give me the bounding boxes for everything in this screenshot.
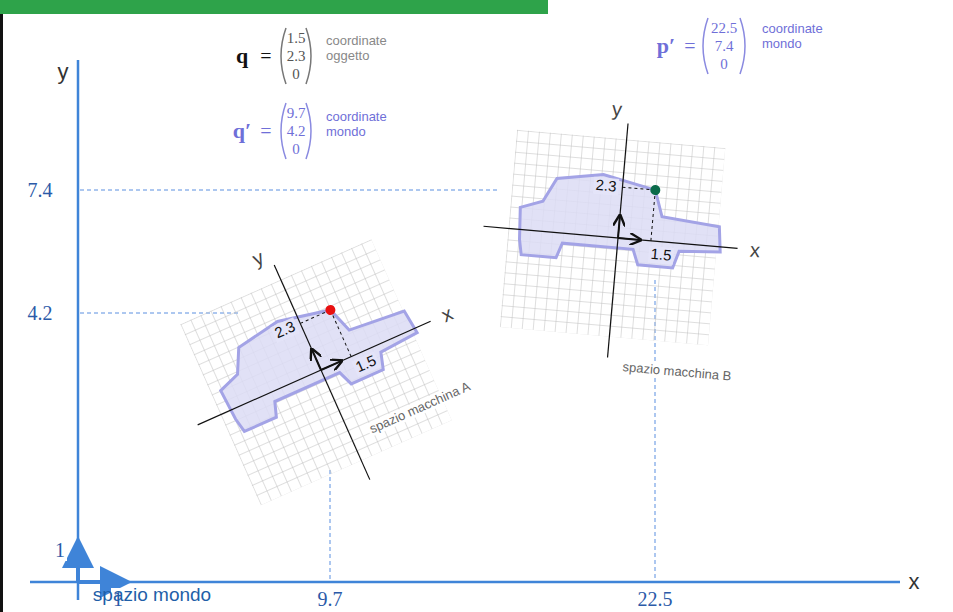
axis-name: x: [436, 301, 458, 327]
axis-name: y: [247, 245, 269, 271]
vector-entry: 0: [720, 56, 728, 73]
car-a: [151, 216, 480, 534]
space-note: coordinate mondo: [326, 110, 400, 140]
vector-entry: 2.3: [287, 48, 306, 65]
vector-entry: 9.7: [287, 105, 306, 122]
axis-name: y: [58, 60, 69, 84]
vector-name: q′: [233, 119, 251, 143]
space-note: coordinate oggetto: [326, 34, 406, 64]
axis-value: 4.2: [26, 302, 55, 324]
axis-value: 22.5: [636, 588, 675, 610]
vector-entry: 0: [292, 141, 300, 158]
coordinate-value: 2.3: [592, 176, 618, 195]
axis-value: 9.7: [316, 588, 345, 610]
vector-entry: 1.5: [287, 30, 306, 47]
world-axes: [30, 60, 900, 600]
space-caption: spazio mondo: [93, 585, 211, 606]
space-note: coordinate mondo: [762, 22, 836, 52]
equals-sign: =: [260, 45, 271, 67]
vector-entry: 22.5: [711, 20, 737, 37]
vector-entry: 0: [292, 66, 300, 83]
space-caption: spazio macchina A: [366, 379, 475, 438]
axis-name: x: [748, 238, 764, 261]
space-caption: spazio macchina B: [620, 360, 734, 384]
vector-brackets: [281, 28, 311, 84]
equals-sign: =: [260, 120, 271, 142]
frame-edge: [0, 0, 3, 612]
unit-value: 1: [53, 539, 67, 561]
vector-entry: 4.2: [287, 123, 306, 140]
coordinate-value: 1.5: [352, 351, 381, 376]
vector-name: p′: [657, 34, 675, 58]
vector-name: q: [236, 44, 248, 68]
equals-sign: =: [684, 35, 695, 57]
axis-value: 7.4: [26, 179, 55, 201]
vector-entry: 7.4: [715, 38, 734, 55]
coordinate-value: 2.3: [270, 318, 299, 343]
coordinate-value: 1.5: [648, 245, 674, 264]
axis-name: x: [909, 570, 920, 594]
header-bar: [0, 0, 548, 14]
vector-brackets: [281, 18, 745, 159]
axis-name: y: [609, 98, 625, 121]
car-b: [473, 112, 748, 368]
